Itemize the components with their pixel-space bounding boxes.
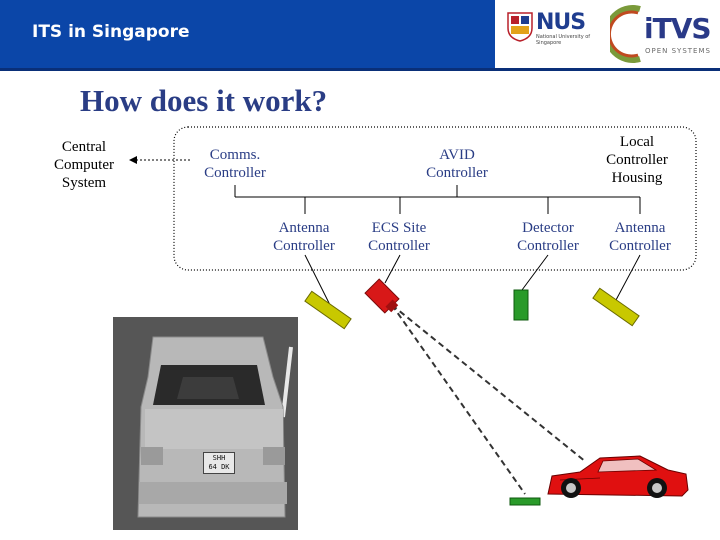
header-divider	[0, 68, 720, 71]
antenna-right-icon	[592, 287, 640, 327]
camera-rays	[391, 304, 587, 495]
itvs-logo-subtitle: OPEN SYSTEMS	[645, 47, 711, 55]
car-photo: SHH 64 DK	[113, 317, 298, 530]
device-links	[304, 254, 641, 306]
controller-housing-box	[173, 126, 697, 271]
slide-title: How does it work?	[80, 83, 328, 118]
ecs-camera-icon	[364, 278, 400, 314]
plate-line-1: SHH	[212, 454, 226, 462]
detector-icon	[513, 289, 529, 321]
antenna-left-icon	[304, 290, 352, 330]
controller-bus	[234, 185, 641, 214]
avid-controller-label: AVID Controller	[426, 147, 488, 181]
itvs-logo-icon	[610, 5, 641, 63]
nus-crest-icon	[507, 12, 533, 42]
plate-line-2: 64 DK	[208, 463, 230, 471]
car-photo-image	[113, 317, 298, 530]
comms-controller-label: Comms. Controller	[204, 147, 266, 181]
antenna-controller-left-label: Antenna Controller	[273, 220, 335, 254]
central-computer-label: Central Computer System	[54, 139, 114, 191]
logo-area: NUS National University of Singapore iTV…	[495, 0, 720, 68]
nus-logo-text: NUS	[536, 10, 586, 35]
housing-label: Local Controller Housing	[606, 134, 668, 186]
license-plate: SHH 64 DK	[203, 452, 235, 474]
detector-controller-label: Detector Controller	[517, 220, 579, 254]
antenna-controller-right-label: Antenna Controller	[609, 220, 671, 254]
header-title: ITS in Singapore	[32, 22, 190, 42]
ground-loop-icon	[509, 497, 541, 506]
nus-logo-subtitle: National University of Singapore	[536, 34, 591, 46]
ecs-site-controller-label: ECS Site Controller	[368, 220, 430, 254]
sports-car-icon	[547, 455, 689, 498]
itvs-logo-text: iTVS	[644, 12, 712, 45]
